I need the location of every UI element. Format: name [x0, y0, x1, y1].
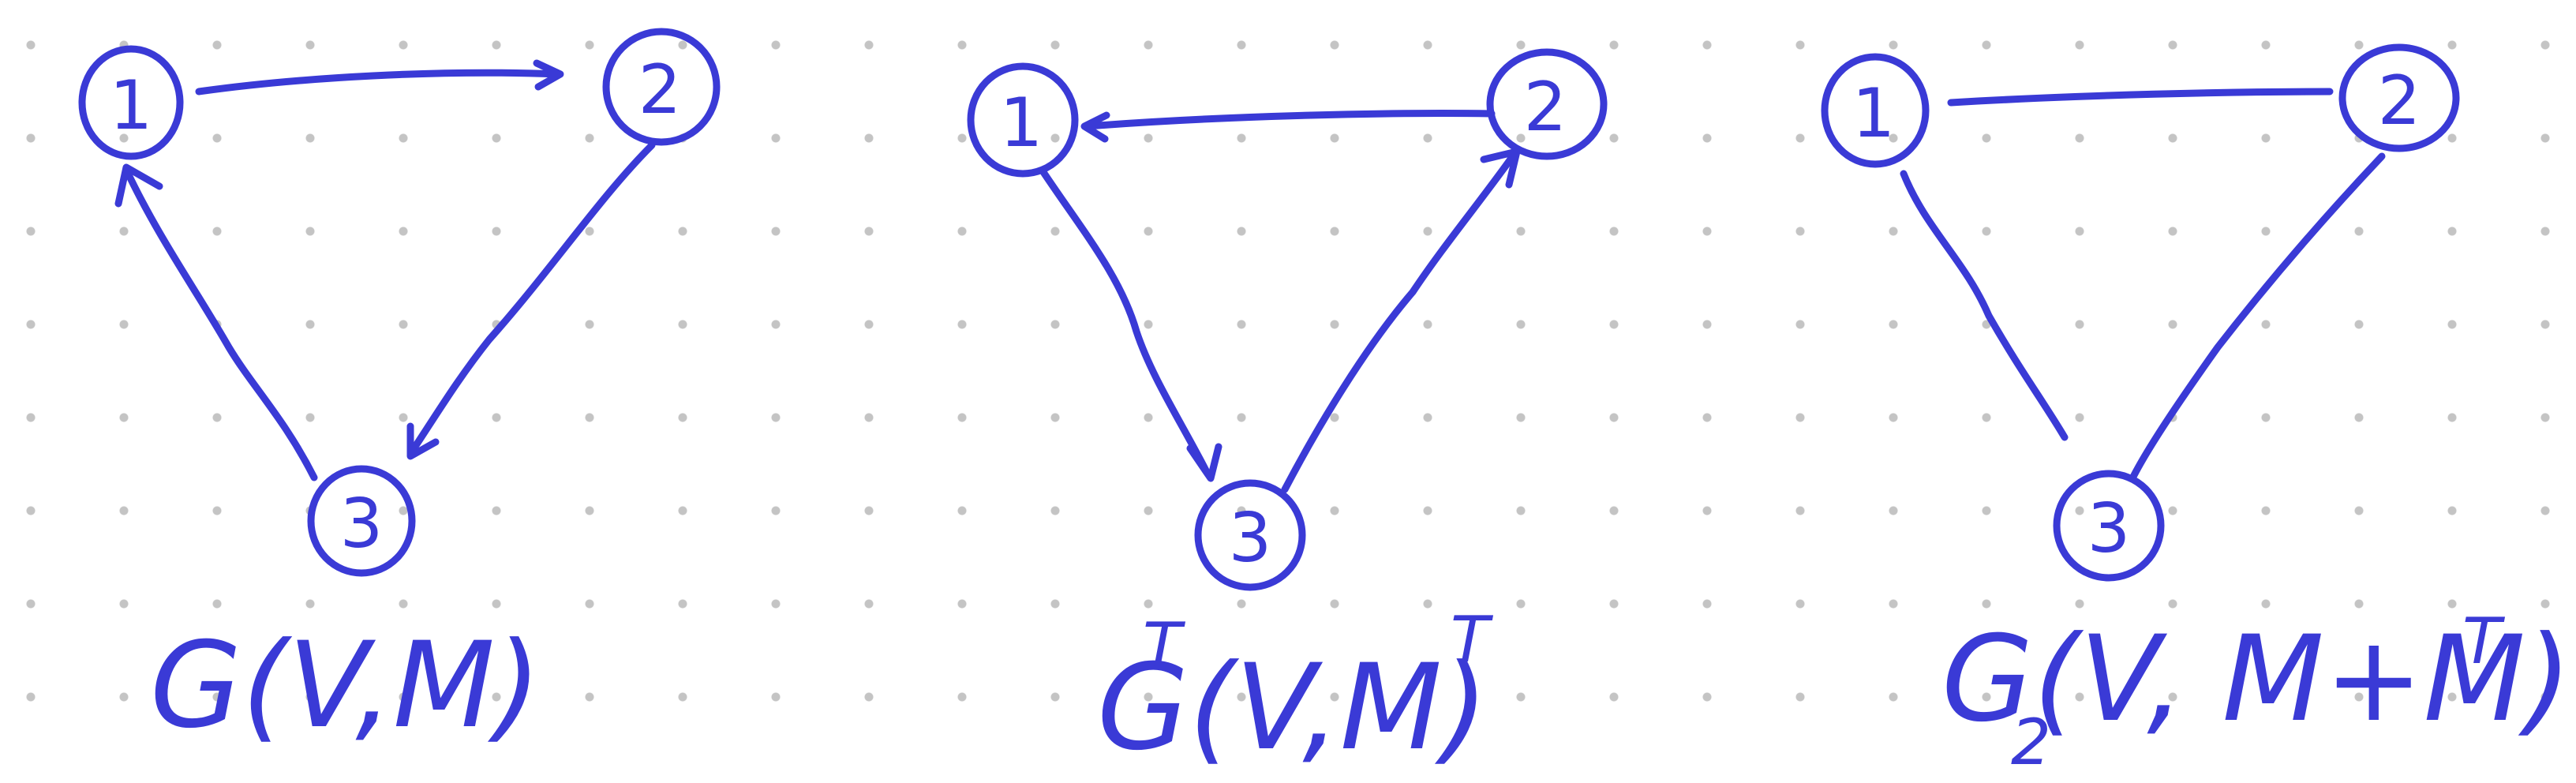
node-3: 3	[2053, 470, 2165, 582]
graph-g2-symmetric: 1 2 3 G(V, M+M) 2 T	[1821, 43, 2572, 779]
edge-2-to-3	[406, 141, 656, 458]
graph-label-subscript: 2	[2011, 706, 2051, 779]
edge-2-to-1	[1084, 110, 1496, 130]
graph-label: G(V,M)	[150, 617, 541, 755]
graph-label-main: G(V,M)	[1097, 639, 1488, 777]
node-2: 2	[602, 28, 721, 146]
matrix-superscript: T	[2462, 605, 2506, 678]
edge-1-to-3	[1039, 168, 1211, 478]
node-1-label: 1	[110, 66, 153, 145]
node-1-circle	[78, 45, 184, 160]
edge-3-to-1	[122, 166, 318, 481]
edge-1-2	[1947, 88, 2334, 107]
arrowhead-edge-2-to-3	[406, 422, 440, 460]
graph-label-main: G(V,M)	[150, 617, 541, 755]
arrowhead-edge-1-to-3	[1186, 443, 1222, 482]
edge-1-to-2	[195, 69, 563, 96]
node-2-label: 2	[1524, 68, 1567, 147]
edge-1-3	[1900, 170, 2069, 441]
graph-label: G(V, M+M)	[1941, 611, 2572, 748]
arrowhead-edge-3-to-1	[114, 163, 163, 208]
arrowhead-edge-1-to-2	[533, 59, 564, 91]
edge-3-to-2	[1281, 151, 1518, 493]
node-2: 2	[2338, 43, 2460, 152]
node-3-label: 3	[1229, 499, 1272, 578]
node-1-circle	[967, 62, 1079, 178]
node-3-circle	[307, 465, 416, 577]
node-2-circle	[602, 28, 721, 146]
node-3-circle	[1194, 479, 1306, 591]
node-1-label: 1	[1000, 84, 1043, 163]
graph-label-superscript: T	[1143, 609, 1186, 683]
arrowhead-edge-2-to-1	[1080, 111, 1110, 143]
node-3-circle	[2053, 470, 2165, 582]
graph-label: G(V,M)	[1097, 639, 1488, 777]
node-1: 1	[967, 62, 1079, 178]
node-3: 3	[307, 465, 416, 577]
node-2-label: 2	[2378, 62, 2421, 140]
node-2-label: 2	[638, 51, 682, 129]
graph-g-transpose: 1 2 3 G(V,M) T T	[967, 48, 1608, 777]
graph-g: 1 2 3 G(V,M)	[78, 28, 721, 755]
node-1-label: 1	[1852, 74, 1896, 153]
node-1: 1	[78, 45, 184, 160]
node-2-circle	[1486, 48, 1608, 160]
graph-label-main: G(V, M+M)	[1941, 611, 2572, 748]
node-2: 2	[1486, 48, 1608, 160]
node-1-circle	[1821, 53, 1930, 168]
node-1: 1	[1821, 53, 1930, 168]
node-3: 3	[1194, 479, 1306, 591]
matrix-superscript: T	[1451, 603, 1494, 676]
edge-2-3	[2129, 152, 2386, 482]
node-3-label: 3	[340, 485, 384, 564]
node-2-circle	[2338, 43, 2460, 152]
node-3-label: 3	[2087, 489, 2131, 568]
